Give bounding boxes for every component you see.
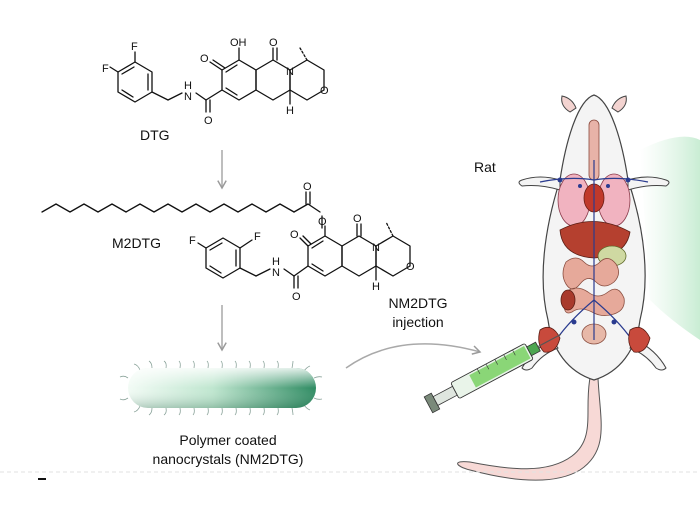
rat-tail: [458, 378, 602, 480]
dtg-atom-keto-o: O: [200, 53, 209, 65]
dtg-label: DTG: [140, 127, 170, 143]
m2dtg-atom-f2: F: [254, 231, 261, 243]
m2dtg-atom-h: H: [372, 281, 380, 293]
m2dtg-atom-f1: F: [189, 235, 196, 247]
dtg-atom-nh-n: N: [184, 91, 192, 103]
m2dtg-structure: O O F F O O H N N O O H: [42, 181, 415, 303]
dtg-atom-ox-o: O: [320, 85, 329, 97]
m2dtg-atom-n: N: [372, 242, 380, 254]
nanocrystal-label-line2: nanocrystals (NM2DTG): [153, 451, 304, 467]
background-glow: [640, 137, 700, 340]
injection-label-line2: injection: [392, 314, 443, 330]
dtg-atom-n: N: [286, 66, 294, 78]
nanocrystal-rod: [120, 361, 322, 415]
m2dtg-atom-amide-o: O: [292, 291, 301, 303]
arrow-injection: [346, 344, 480, 368]
m2dtg-atom-ester-o: O: [303, 181, 312, 193]
m2dtg-atom-ox-o: O: [406, 261, 415, 273]
dtg-structure: F F H N O O OH O N O H: [102, 37, 329, 127]
m2dtg-atom-nh-n: N: [272, 267, 280, 279]
nanocrystal-label-line1: Polymer coated: [179, 432, 276, 448]
kidney-left: [561, 290, 575, 310]
m2dtg-atom-link-o: O: [318, 216, 327, 228]
rat-label: Rat: [474, 159, 496, 175]
m2dtg-atom-keto-o: O: [290, 229, 299, 241]
dtg-atom-amide-o: O: [204, 115, 213, 127]
m2dtg-label: M2DTG: [112, 235, 161, 251]
m2dtg-atom-ring-o: O: [353, 213, 362, 225]
rat-illustration: [458, 95, 700, 480]
dtg-atom-f1: F: [102, 63, 109, 75]
dtg-atom-h: H: [286, 105, 294, 117]
dtg-atom-f2: F: [131, 41, 138, 53]
dtg-atom-oh: OH: [230, 37, 247, 49]
footer-mark: [38, 478, 46, 480]
injection-label-line1: NM2DTG: [388, 295, 447, 311]
dtg-atom-ring-o: O: [269, 37, 278, 49]
